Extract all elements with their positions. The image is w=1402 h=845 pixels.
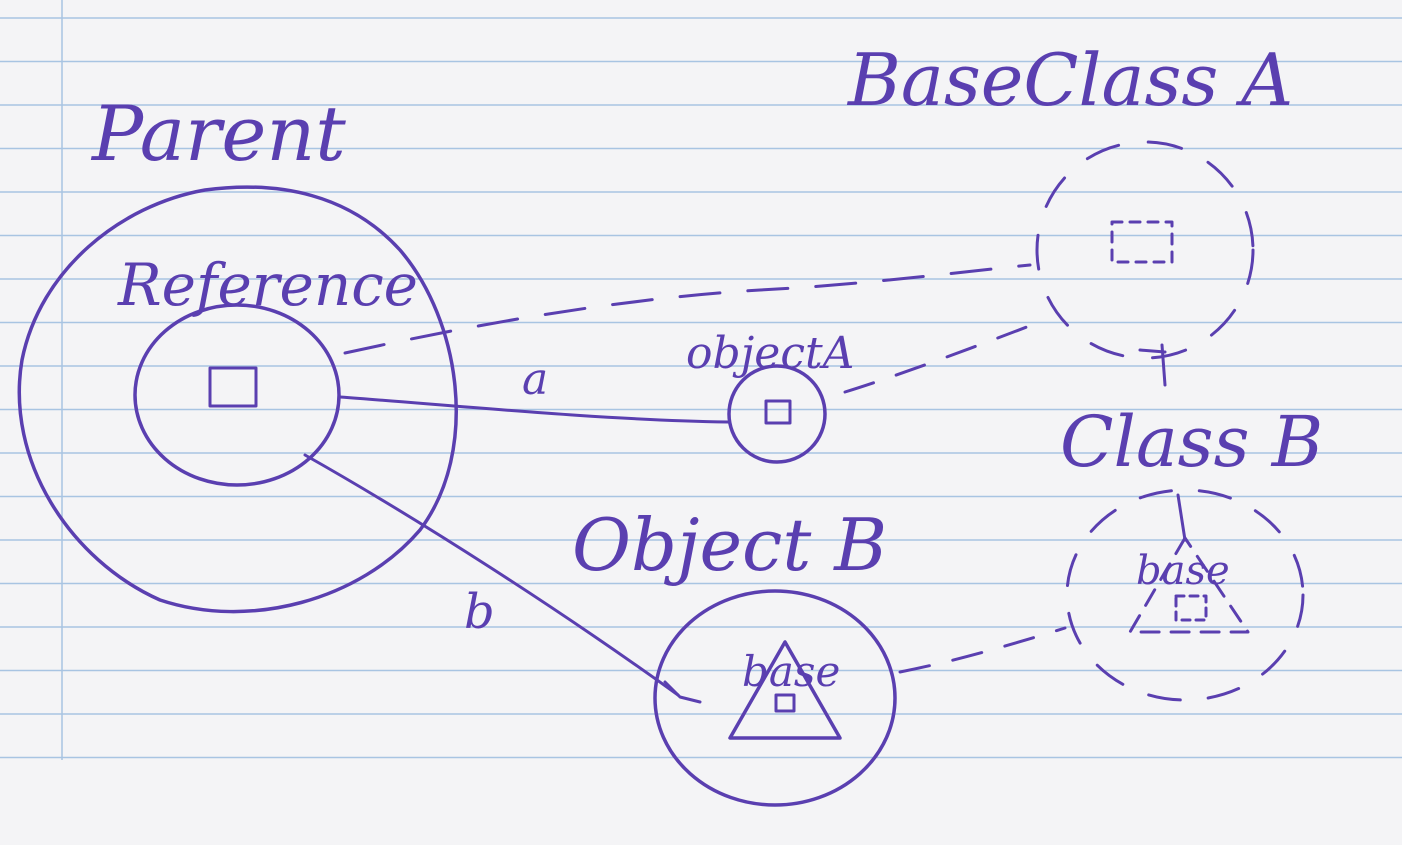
reference-circle <box>133 303 341 487</box>
class-b-base-label: base <box>1136 548 1230 594</box>
parent-label: Parent <box>90 89 346 178</box>
object-a-square <box>764 399 792 425</box>
base-class-a-circle <box>1035 140 1255 360</box>
edge-b-line <box>303 453 680 697</box>
edge-a-line <box>338 395 730 424</box>
object-b-square <box>774 693 796 713</box>
reference-square <box>208 366 258 408</box>
class-b-label: Class B <box>1060 401 1323 483</box>
object-b-label: Object B <box>572 503 887 587</box>
object-a-to-base-class-a-dashed <box>843 318 1047 394</box>
edge-a-label: a <box>522 354 548 405</box>
class-b-inherit-tick <box>1176 493 1187 542</box>
object-a-circle <box>727 364 827 464</box>
base-class-a-square <box>1110 220 1174 264</box>
base-class-a-label: BaseClass A <box>846 38 1293 122</box>
parent-circle <box>17 185 458 614</box>
ruled-lines <box>0 17 1402 759</box>
reference-label: Reference <box>117 251 418 319</box>
object-b-circle <box>653 589 897 807</box>
edge-b-label: b <box>464 584 495 640</box>
class-b-square <box>1174 594 1208 622</box>
object-b-triangle <box>728 640 842 740</box>
object-b-to-class-b-dashed <box>898 626 1067 674</box>
base-class-a-to-class-b-dashed <box>1138 343 1167 387</box>
object-b-base-label: base <box>742 647 840 696</box>
edge-b-arrowhead <box>663 680 702 704</box>
reference-to-base-class-a-dashed <box>343 263 1032 355</box>
object-a-label: objectA <box>686 328 854 379</box>
class-b-triangle <box>1128 536 1250 634</box>
class-b-circle <box>1065 488 1305 702</box>
